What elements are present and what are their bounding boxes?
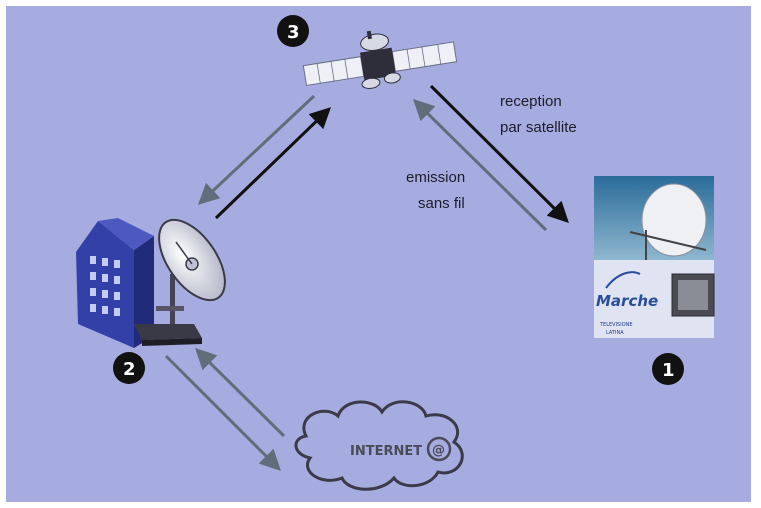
brand-label: Marche <box>596 292 658 310</box>
marker-2: 2 <box>113 352 145 384</box>
arrow-internet-to-hub <box>195 348 286 438</box>
building-icon <box>76 218 202 348</box>
marker-2-label: 2 <box>123 359 136 380</box>
emission-label-line1: emission <box>406 169 465 186</box>
satellite-icon <box>302 30 458 89</box>
marker-3-label: 3 <box>287 22 300 43</box>
user-station-photo: Marche TELEVISIONE LATINA <box>594 176 715 338</box>
arrow-user-to-satellite <box>413 99 548 232</box>
arrow-satellite-to-user <box>429 84 569 223</box>
arrow-hub-to-satellite <box>214 107 332 220</box>
marker-1-label: 1 <box>662 360 675 381</box>
at-icon <box>426 436 452 462</box>
marker-1: 1 <box>652 353 684 385</box>
arrow-satellite-to-hub <box>197 94 316 205</box>
at-symbol: @ <box>432 443 445 458</box>
arrow-hub-to-internet <box>164 354 281 471</box>
brand-sub-2: LATINA <box>606 330 624 336</box>
marker-3: 3 <box>277 15 309 47</box>
emission-label-line2: sans fil <box>418 195 465 212</box>
brand-sub-1: TELEVISIONE <box>599 322 633 328</box>
reception-label-line2: par satellite <box>500 119 577 136</box>
diagram-canvas: INTERNET @ Marche TELEVISIONE LATINA rec… <box>6 6 751 502</box>
internet-label: INTERNET <box>350 444 422 459</box>
diagram-svg: INTERNET @ Marche TELEVISIONE LATINA rec… <box>76 15 715 491</box>
reception-label-line1: reception <box>500 93 562 110</box>
cloud-icon <box>294 400 464 491</box>
dish-icon <box>156 218 226 324</box>
